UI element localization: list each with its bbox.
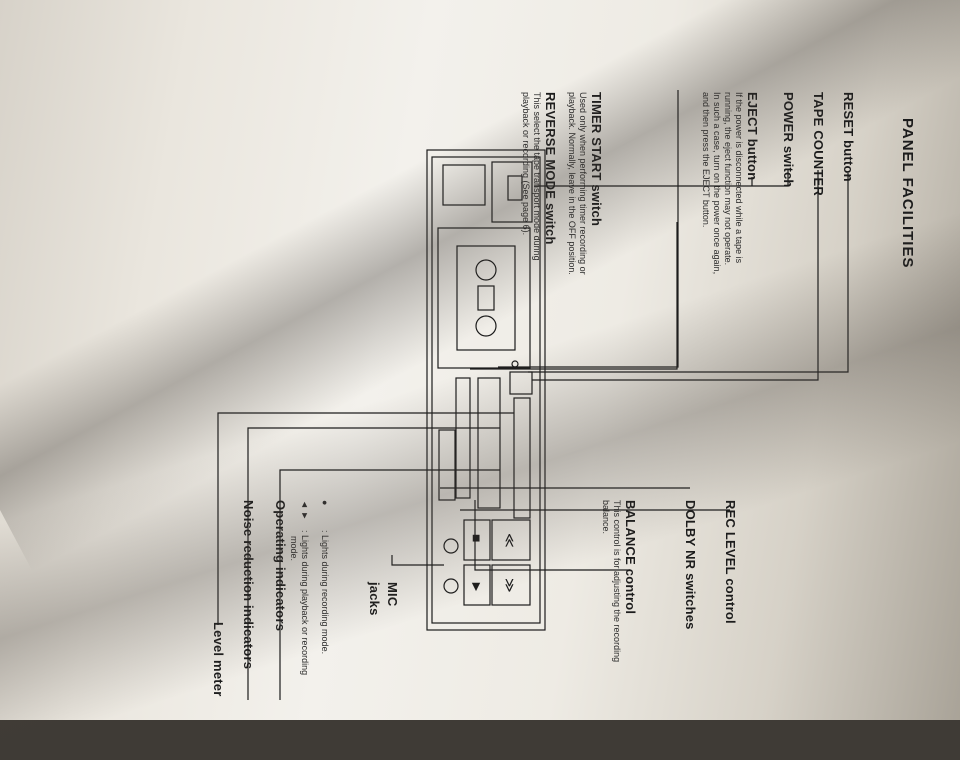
leader-mic xyxy=(391,555,444,566)
deck-body xyxy=(426,149,546,631)
op-rec-symbol: ● xyxy=(320,500,330,506)
op-play-symbol: ◄ ► xyxy=(300,500,310,521)
transport-rew xyxy=(491,519,531,561)
timer-desc-2: playback. Normally, leave in the OFF pos… xyxy=(567,92,577,275)
leader-power xyxy=(534,170,789,187)
counter-area xyxy=(509,371,533,395)
transport-stop xyxy=(463,519,491,561)
power-button-shape xyxy=(442,164,486,206)
eject-desc-4: and then press the EJECT button. xyxy=(701,92,711,228)
eject-button-shape xyxy=(507,175,523,201)
leader-balance xyxy=(474,500,630,571)
label-reset-button: RESET button xyxy=(841,92,856,182)
reverse-desc-2: playback or recording (See page 6). xyxy=(521,92,531,236)
eject-desc-3: In such a case, turn on the power once a… xyxy=(712,92,722,275)
power-eject-box xyxy=(491,161,533,223)
leader-counter xyxy=(532,170,819,381)
level-meter-strip xyxy=(513,397,531,519)
op-play-desc-2: mode. xyxy=(289,536,299,562)
manual-page: ≪ ≫ ■ ► PANEL FACILITIES RESET button TA… xyxy=(211,90,916,700)
reset-button-shape xyxy=(511,360,519,368)
op-rec-desc: : Lights during recording mode. xyxy=(320,530,330,655)
timer-desc-1: Used only when performing timer recordin… xyxy=(578,92,588,275)
deck-front-panel xyxy=(431,156,541,624)
indicator-strip xyxy=(477,377,501,509)
mic-jack-right xyxy=(443,578,459,594)
page-title: PANEL FACILITIES xyxy=(899,118,916,269)
op-play-desc-1: : Lights during playback or recording xyxy=(300,530,310,676)
label-rec-level: REC LEVEL control xyxy=(723,500,738,624)
panel-diagram: ≪ ≫ ■ ► xyxy=(217,90,849,700)
cassette-reel-right xyxy=(475,315,497,337)
cassette-center xyxy=(477,285,495,311)
glyph-rew: ≪ xyxy=(502,533,518,548)
paper-sheet xyxy=(0,0,960,720)
glyph-play: ► xyxy=(469,580,485,594)
transport-play xyxy=(463,564,491,606)
mic-jack-left xyxy=(443,538,459,554)
label-balance-control: BALANCE control xyxy=(623,500,638,615)
cassette-window xyxy=(437,227,531,369)
label-level-meter: Level meter xyxy=(211,622,226,697)
label-eject-button: EJECT button xyxy=(745,92,760,181)
reverse-desc-1: This select the tape transport mode duri… xyxy=(532,92,542,261)
transport-ff xyxy=(491,564,531,606)
label-operating-indicators: Operating indicators xyxy=(273,500,288,632)
leader-op xyxy=(279,469,500,700)
glyph-stop: ■ xyxy=(469,534,485,542)
label-mic-2: jacks xyxy=(367,582,382,616)
eject-desc-1: If the power is disconnected while a tap… xyxy=(734,92,744,264)
eject-desc-2: running, the eject function may not oper… xyxy=(723,92,733,266)
label-dolby-nr: DOLBY NR switches xyxy=(683,500,698,630)
balance-desc-1: This control is for adjusting the record… xyxy=(612,500,622,663)
label-mic-1: MIC xyxy=(385,582,400,607)
leader-reverse xyxy=(470,222,678,370)
label-reverse-mode: REVERSE MODE switch xyxy=(543,92,558,245)
slider-rail xyxy=(455,377,471,499)
label-noise-reduction: Noise reduction indicators xyxy=(241,500,256,670)
label-power-switch: POWER switch xyxy=(781,92,796,188)
label-timer-start: TIMER START switch xyxy=(589,92,604,227)
label-tape-counter: TAPE COUNTER xyxy=(811,92,826,196)
glyph-ff: ≫ xyxy=(502,578,518,593)
balance-desc-2: balance. xyxy=(601,500,611,535)
leader-timer xyxy=(498,90,679,368)
dolby-switch-block xyxy=(438,429,456,501)
leader-nr xyxy=(247,427,500,700)
cassette-reel-left xyxy=(475,259,497,281)
leader-reset xyxy=(528,173,849,373)
cassette-inner xyxy=(456,245,516,351)
leader-level xyxy=(217,412,514,625)
